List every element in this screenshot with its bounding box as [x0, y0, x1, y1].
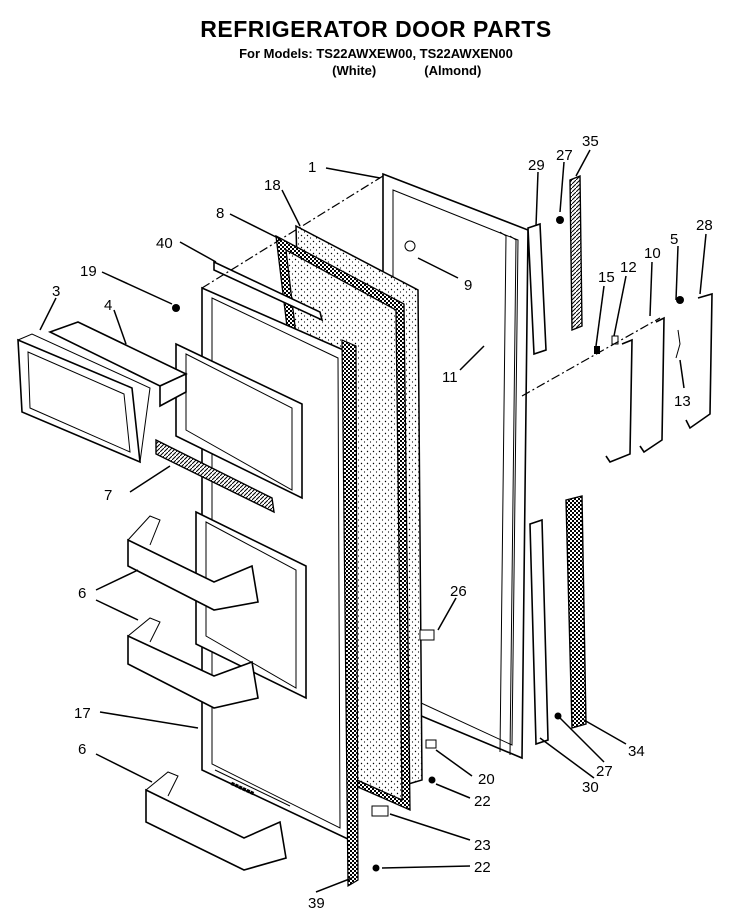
callout-3: 3: [52, 283, 60, 300]
model-colors: (White) (Almond): [0, 63, 752, 78]
handle-upper: [569, 174, 583, 332]
inner-door-liner: ■■■■■■: [175, 286, 351, 842]
callout-26: 26: [450, 583, 467, 600]
handle-bracket: [605, 292, 713, 463]
leader-lines: [39, 149, 707, 893]
top-strip: [213, 260, 324, 322]
breaker-strip: [341, 339, 359, 888]
handle-trim-upper: [527, 222, 547, 356]
callout-18: 18: [264, 177, 281, 194]
door-bin-lower: [145, 771, 287, 871]
callout-27a: 27: [556, 147, 573, 164]
small-hardware: [172, 216, 684, 872]
callout-22b: 22: [474, 859, 491, 876]
callout-5: 5: [670, 231, 678, 248]
dispenser-cover: [17, 333, 151, 464]
callout-39: 39: [308, 895, 325, 912]
model-list: For Models: TS22AWXEW00, TS22AWXEN00: [239, 46, 513, 61]
color-almond-label: (Almond): [424, 63, 482, 78]
callout-27b: 27: [596, 763, 613, 780]
shelf-rail: [155, 438, 275, 514]
callout-28: 28: [696, 217, 713, 234]
callout-30: 30: [582, 779, 599, 796]
callout-9: 9: [464, 277, 472, 294]
callout-labels: 1 18 8 40 19 3 4 9 11 7 6 17 6 39 26 20 …: [52, 133, 713, 912]
callout-6b: 6: [78, 741, 86, 758]
callout-4: 4: [104, 297, 112, 314]
callout-40: 40: [156, 235, 173, 252]
page-title: REFRIGERATOR DOOR PARTS: [200, 16, 552, 42]
callout-35: 35: [582, 133, 599, 150]
handle-lower: [565, 495, 587, 729]
callout-20: 20: [478, 771, 495, 788]
callout-29: 29: [528, 157, 545, 174]
handle-trim-lower: [529, 518, 549, 746]
callout-8: 8: [216, 205, 224, 222]
callout-12: 12: [620, 259, 637, 276]
dispenser-shelf: [47, 321, 188, 408]
callout-13: 13: [674, 393, 691, 410]
callout-23: 23: [474, 837, 491, 854]
callout-17: 17: [74, 705, 91, 722]
callout-10: 10: [644, 245, 661, 262]
door-bin-middle: [127, 617, 259, 709]
color-white-label: (White): [332, 63, 377, 78]
callout-1: 1: [308, 159, 316, 176]
callout-15: 15: [598, 269, 615, 286]
callout-19: 19: [80, 263, 97, 280]
callout-34: 34: [628, 743, 645, 760]
door-bin-upper: [127, 515, 259, 611]
callout-7: 7: [104, 487, 112, 504]
callout-11: 11: [442, 369, 458, 386]
callout-22a: 22: [474, 793, 491, 810]
callout-6a: 6: [78, 585, 86, 602]
